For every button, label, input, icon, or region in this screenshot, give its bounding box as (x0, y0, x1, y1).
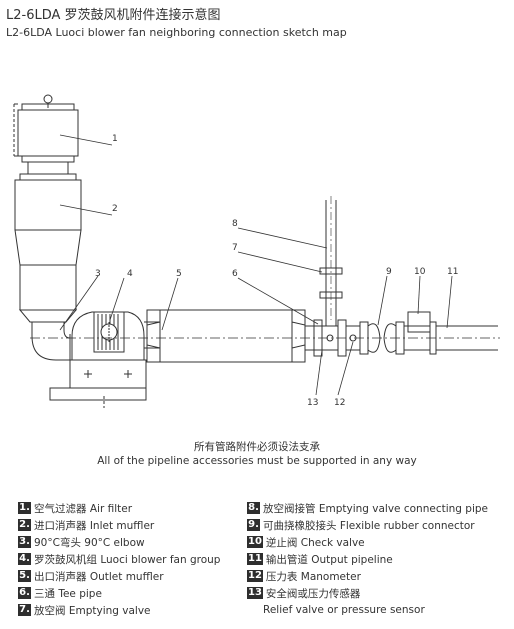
callout-2: 2 (112, 204, 118, 214)
legend-number: 2. (18, 519, 31, 531)
legend-item: 2. 进口消声器 Inlet muffler (18, 518, 154, 532)
callout-4: 4 (127, 269, 133, 279)
legend-item: 13 安全阀或压力传感器 (247, 586, 360, 600)
legend-text: 放空阀 Emptying valve (34, 604, 151, 617)
legend-item: 4. 罗茨鼓风机组 Luoci blower fan group (18, 552, 220, 566)
blower-fan-group (49, 311, 147, 408)
support-note-chinese: 所有管路附件必须设法支承 (194, 441, 320, 453)
callout-11: 11 (447, 267, 458, 277)
outlet-muffler (146, 309, 322, 363)
legend-number: 5. (18, 570, 31, 582)
callout-13: 13 (307, 398, 318, 408)
legend-item: 6. 三通 Tee pipe (18, 586, 102, 600)
legend-number: 12 (247, 570, 263, 582)
legend-number: 4. (18, 553, 31, 565)
tee-and-valve (313, 196, 347, 357)
air-filter (13, 94, 79, 175)
legend-number: 11 (247, 553, 263, 565)
callout-8: 8 (232, 219, 238, 229)
legend-text: 出口消声器 Outlet muffler (34, 570, 164, 583)
legend-item: 8. 放空阀接管 Emptying valve connecting pipe (247, 501, 488, 515)
legend-text: 放空阀接管 Emptying valve connecting pipe (263, 502, 488, 515)
legend-number: 10 (247, 536, 263, 548)
output-pipeline (429, 321, 498, 355)
callout-1: 1 (112, 134, 118, 144)
legend-number: 9. (247, 519, 260, 531)
legend-item: 10 逆止阀 Check valve (247, 535, 365, 549)
legend-text: 空气过滤器 Air filter (34, 502, 133, 515)
connection-diagram: 1 2 3 4 5 6 7 8 9 10 11 12 13 (13, 94, 500, 408)
legend-number: 8. (247, 502, 260, 514)
legend-text: 可曲挠橡胶接头 Flexible rubber connector (263, 519, 475, 532)
check-valve (404, 311, 431, 351)
callout-6: 6 (232, 269, 238, 279)
legend-item: 9. 可曲挠橡胶接头 Flexible rubber connector (247, 518, 475, 532)
manometer-and-flex-joint (346, 321, 405, 355)
callout-3: 3 (95, 269, 101, 279)
legend-item: 3. 90°C弯头 90°C elbow (18, 535, 145, 549)
support-note-english: All of the pipeline accessories must be … (97, 455, 417, 467)
legend-text: 三通 Tee pipe (34, 587, 102, 600)
leader-lines (59, 134, 453, 396)
legend-item: 5. 出口消声器 Outlet muffler (18, 569, 164, 583)
legend-item: 7. 放空阀 Emptying valve (18, 603, 151, 617)
callout-9: 9 (386, 267, 392, 277)
legend-text: 90°C弯头 90°C elbow (34, 536, 145, 549)
legend-text: 安全阀或压力传感器 (265, 587, 361, 600)
legend-number: 3. (18, 536, 31, 548)
legend-item-13-english: Relief valve or pressure sensor (263, 604, 425, 616)
title-english: L2-6LDA Luoci blower fan neighboring con… (6, 26, 347, 39)
legend-text: 输出管道 Output pipeline (265, 553, 393, 566)
legend-text: 罗茨鼓风机组 Luoci blower fan group (34, 553, 221, 566)
legend-text: 压力表 Manometer (265, 570, 361, 583)
legend-text: 进口消声器 Inlet muffler (34, 519, 155, 532)
callout-7: 7 (232, 243, 238, 253)
inlet-muffler (14, 173, 82, 323)
legend-number: 7. (18, 604, 31, 616)
elbow-90 (31, 322, 71, 364)
callout-12: 12 (334, 398, 345, 408)
legend-item: 11 输出管道 Output pipeline (247, 552, 393, 566)
legend-number: 6. (18, 587, 31, 599)
callout-5: 5 (176, 269, 182, 279)
legend-text: 逆止阀 Check valve (265, 536, 365, 549)
legend-item: 12 压力表 Manometer (247, 569, 361, 583)
callout-10: 10 (414, 267, 426, 277)
title-chinese: L2-6LDA 罗茨鼓风机附件连接示意图 (6, 8, 221, 23)
legend-number: 1. (18, 502, 31, 514)
legend-item: 1. 空气过滤器 Air filter (18, 501, 132, 515)
legend-number: 13 (247, 587, 263, 599)
